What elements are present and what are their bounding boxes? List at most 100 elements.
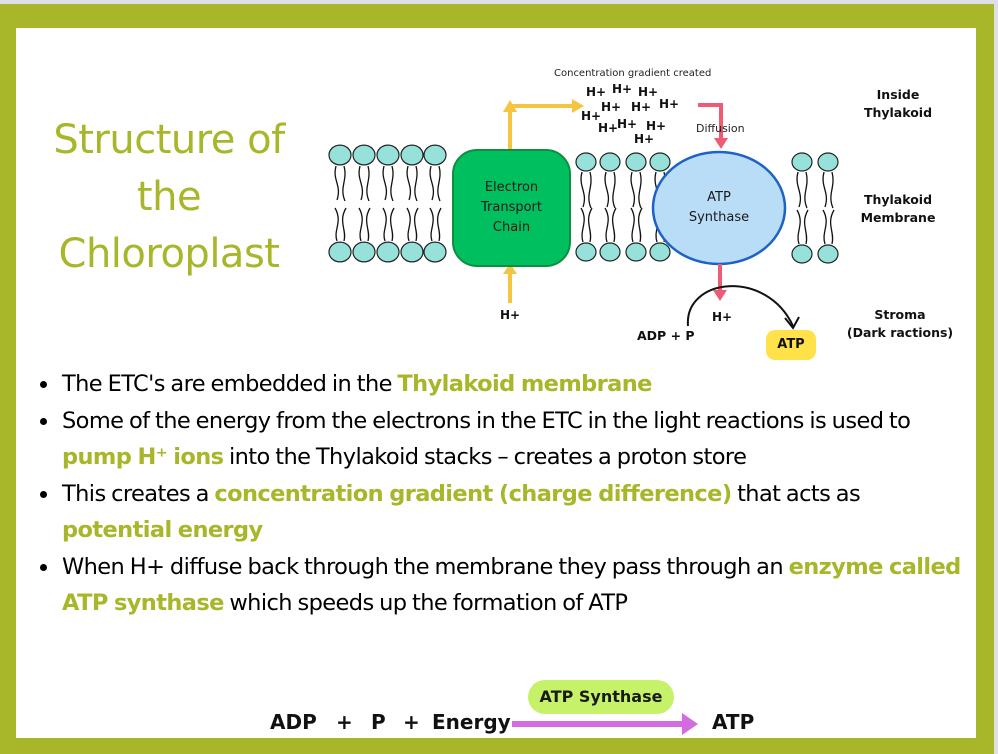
h-ion: H+ bbox=[659, 97, 680, 111]
phospholipid-tail bbox=[358, 165, 371, 242]
gradient-caption: Concentration gradient created bbox=[554, 68, 712, 79]
slide: Structure of the Chloroplast bbox=[16, 28, 976, 738]
h-ion: H+ bbox=[646, 119, 667, 133]
region-label-line: Stroma bbox=[874, 307, 926, 322]
atp-synthase-label: ATP Synthase bbox=[656, 188, 782, 228]
phospholipid-head bbox=[328, 241, 352, 263]
equation-product: ATP bbox=[712, 710, 755, 734]
region-label-line: Membrane bbox=[860, 210, 936, 225]
title-line: Structure of bbox=[53, 117, 285, 163]
bullet-text: The ETC's are embedded in the bbox=[62, 371, 398, 397]
proton-pump-arrow bbox=[503, 99, 584, 150]
phospholipid-tail bbox=[604, 171, 617, 243]
region-label-line: Inside bbox=[876, 87, 920, 102]
h-ion: H+ bbox=[598, 121, 619, 135]
proton-entry-arrow bbox=[503, 263, 517, 303]
equation-plus: + bbox=[403, 710, 420, 734]
h-ion: H+ bbox=[586, 85, 607, 99]
phospholipid-head bbox=[352, 144, 376, 166]
bullet-text: which speeds up the formation of ATP bbox=[223, 590, 628, 616]
phospholipid-tail bbox=[382, 165, 395, 242]
equation-enzyme-pill: ATP Synthase bbox=[528, 680, 674, 714]
bullet-item: This creates a concentration gradient (c… bbox=[38, 476, 968, 549]
equation-arrow bbox=[512, 713, 698, 735]
h-ion: H+ bbox=[638, 85, 659, 99]
phospholipid-head bbox=[625, 242, 647, 262]
h-ion: H+ bbox=[581, 109, 602, 123]
bullet-list: The ETC's are embedded in the Thylakoid … bbox=[38, 366, 968, 622]
phospholipid-head bbox=[817, 152, 839, 172]
bullet-text: into the Thylakoid stacks – creates a pr… bbox=[223, 444, 747, 470]
phospholipid-tail bbox=[630, 171, 643, 243]
equation-energy: Energy bbox=[432, 710, 511, 734]
phospholipid-tail bbox=[580, 171, 593, 243]
bullet-highlight: pump H⁺ ions bbox=[62, 444, 224, 470]
etc-label-line: Electron bbox=[484, 180, 539, 195]
phospholipid-head bbox=[328, 144, 352, 166]
bullet-highlight: enzyme called ATP synthase bbox=[62, 553, 961, 617]
title-line: the bbox=[136, 174, 202, 220]
diffusion-label: Diffusion bbox=[696, 122, 745, 135]
electron-transport-chain bbox=[452, 149, 571, 267]
atp-badge: ATP bbox=[766, 330, 816, 360]
bullet-item: When H+ diffuse back through the membran… bbox=[38, 549, 968, 622]
region-label-line: Thylakoid bbox=[863, 105, 933, 120]
phospholipid-head bbox=[649, 242, 671, 262]
phospholipid-head bbox=[423, 144, 447, 166]
region-label-inside: Inside Thylakoid bbox=[848, 86, 948, 122]
etc-label-line: Chain bbox=[492, 220, 531, 235]
bullet-text: When H+ diffuse back through the membran… bbox=[62, 553, 789, 580]
phospholipid-head bbox=[791, 244, 813, 264]
region-label-stroma: Stroma (Dark ractions) bbox=[834, 306, 966, 342]
phospholipid-head bbox=[423, 241, 447, 263]
diffusion-arrow bbox=[698, 103, 728, 149]
phospholipid-tail bbox=[796, 171, 809, 245]
phospholipid-head bbox=[352, 241, 376, 263]
h-ion: H+ bbox=[612, 82, 633, 96]
phospholipid-head bbox=[649, 152, 671, 172]
atp-synthase-label-line: ATP bbox=[707, 190, 731, 205]
stroma-h-ion-left: H+ bbox=[500, 308, 521, 322]
equation-p: P bbox=[371, 710, 386, 734]
h-ion: H+ bbox=[634, 132, 655, 146]
region-label-line: (Dark ractions) bbox=[846, 325, 954, 340]
equation-plus: + bbox=[336, 710, 353, 734]
region-label-membrane: Thylakoid Membrane bbox=[848, 191, 948, 227]
stroma-h-ion-right: H+ bbox=[712, 310, 733, 324]
h-ion: H+ bbox=[601, 100, 622, 114]
bullet-text: that acts as bbox=[731, 480, 861, 507]
bullet-text: Some of the energy from the electrons in… bbox=[62, 407, 911, 434]
phospholipid-head bbox=[599, 152, 621, 172]
thylakoid-diagram: Concentration gradient created H+ H+ H+ … bbox=[16, 28, 976, 368]
atp-equation: ADP + P + Energy ATP Synthase ATP bbox=[16, 668, 976, 738]
adp-to-atp-arrow bbox=[686, 285, 800, 330]
adp-p-label: ADP + P bbox=[637, 328, 695, 343]
bullet-highlight: Thylakoid membrane bbox=[397, 371, 652, 397]
phospholipid-head bbox=[376, 241, 400, 263]
phospholipid-head bbox=[599, 242, 621, 262]
slide-title: Structure of the Chloroplast bbox=[16, 112, 322, 283]
bullet-text: This creates a bbox=[62, 480, 215, 507]
phospholipid-head bbox=[400, 144, 424, 166]
atp-synthase-label-line: Synthase bbox=[688, 210, 750, 225]
slide-frame: Structure of the Chloroplast bbox=[0, 4, 994, 754]
bullet-highlight: potential energy bbox=[62, 517, 263, 543]
h-ion: H+ bbox=[617, 117, 638, 131]
phospholipid-head bbox=[791, 152, 813, 172]
phospholipid-bilayer bbox=[328, 144, 839, 264]
bullet-item: Some of the energy from the electrons in… bbox=[38, 403, 968, 476]
phospholipid-tail bbox=[406, 165, 419, 242]
phospholipid-head bbox=[575, 242, 597, 262]
phospholipid-head bbox=[376, 144, 400, 166]
atp-synthase-output-arrow bbox=[713, 264, 727, 301]
bullet-highlight: concentration gradient (charge differenc… bbox=[214, 480, 732, 507]
diagram-graphics bbox=[328, 99, 839, 330]
phospholipid-head bbox=[400, 241, 424, 263]
phospholipid-head bbox=[817, 244, 839, 264]
phospholipid-tail bbox=[334, 165, 347, 242]
etc-label-line: Transport bbox=[480, 200, 542, 215]
etc-label: Electron Transport Chain bbox=[453, 178, 570, 238]
h-ion: H+ bbox=[631, 100, 652, 114]
bullet-item: The ETC's are embedded in the Thylakoid … bbox=[38, 366, 968, 403]
phospholipid-tail bbox=[822, 171, 835, 245]
